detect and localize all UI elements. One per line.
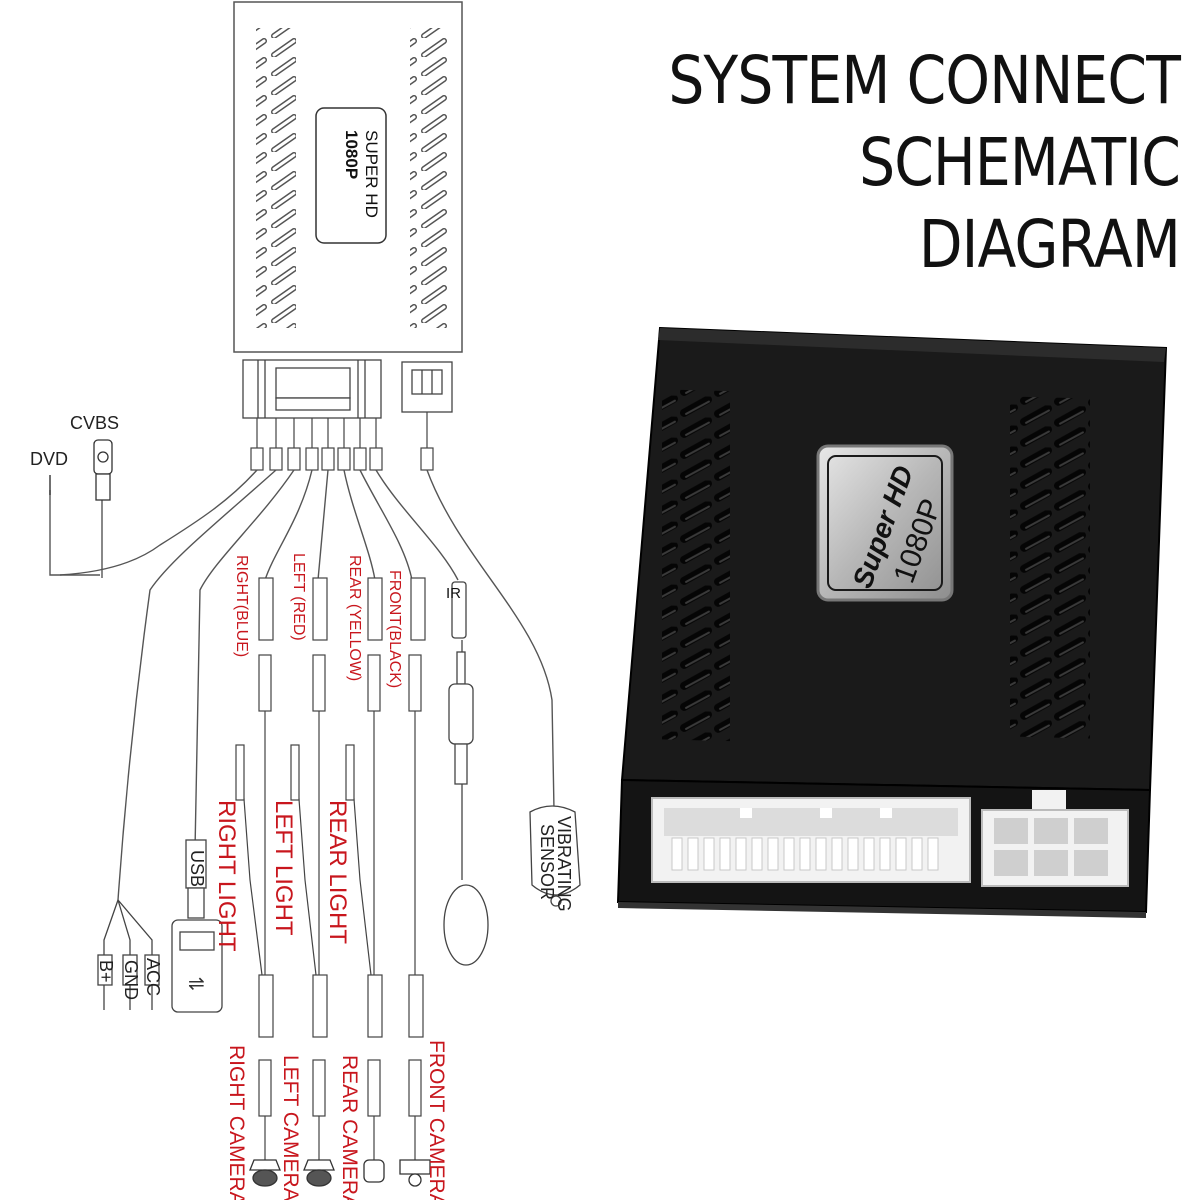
dvd-label: DVD	[30, 449, 68, 469]
light-wires	[235, 744, 372, 976]
bplus-label: B+	[96, 960, 116, 983]
rear-light-label: REAR LIGHT	[324, 800, 351, 944]
cvbs-label: CVBS	[70, 413, 119, 433]
diagram-title: SYSTEM CONNECT SCHEMATIC DIAGRAM	[595, 40, 1180, 286]
device-photo: Super HD 1080P	[616, 326, 1168, 918]
small-connector	[401, 361, 453, 413]
vibrating-label: VIBRATING	[554, 816, 574, 912]
usb-label: USB	[187, 850, 207, 887]
right-camera-label: RIGHT CAMERA	[225, 1045, 248, 1200]
right-blue-label: RIGHT(BLUE)	[233, 555, 250, 657]
front-black-label: FRONT(BLACK)	[386, 570, 403, 688]
device-main-port	[651, 797, 971, 883]
ir-label: IR	[446, 585, 461, 602]
vent-right	[410, 28, 450, 328]
title-line-2: SCHEMATIC DIAGRAM	[859, 124, 1181, 283]
connector-pins	[250, 412, 434, 471]
acc-label: ACC	[143, 958, 163, 996]
module-box: SUPER HD 1080P	[233, 1, 463, 353]
sensor-label: SENSOR	[537, 824, 557, 900]
rear-yellow-label: REAR (YELLOW)	[346, 555, 363, 681]
rear-camera-label: REAR CAMERA	[338, 1055, 361, 1200]
left-red-label: LEFT (RED)	[290, 553, 307, 641]
title-line-1: SYSTEM CONNECT	[668, 42, 1180, 119]
vibrating-sensor	[529, 805, 581, 907]
cvbs-rca-plug	[93, 439, 113, 501]
usb-icon: ⇌	[188, 973, 205, 995]
channel-connectors	[258, 577, 426, 1160]
wires	[49, 469, 555, 901]
module-label-bottom: 1080P	[342, 130, 361, 179]
ir-receiver	[443, 581, 489, 966]
left-light-label: LEFT LIGHT	[270, 800, 297, 936]
right-light-label: RIGHT LIGHT	[213, 800, 240, 952]
left-camera-label: LEFT CAMERA	[279, 1055, 302, 1200]
device-small-port	[981, 790, 1129, 887]
cameras	[249, 1159, 431, 1187]
main-connector	[242, 359, 382, 419]
vent-left	[256, 28, 296, 328]
power-harness	[97, 899, 160, 1010]
front-camera-label: FRONT CAMERA	[425, 1040, 448, 1200]
module-label-top: SUPER HD	[362, 130, 381, 218]
device-label-plate	[816, 444, 954, 602]
gnd-label: GND	[121, 960, 141, 1000]
usb-cable	[171, 839, 223, 1013]
device-vent-left	[662, 389, 730, 742]
device-vent-right	[1010, 396, 1090, 739]
module-label-plate	[315, 107, 387, 244]
